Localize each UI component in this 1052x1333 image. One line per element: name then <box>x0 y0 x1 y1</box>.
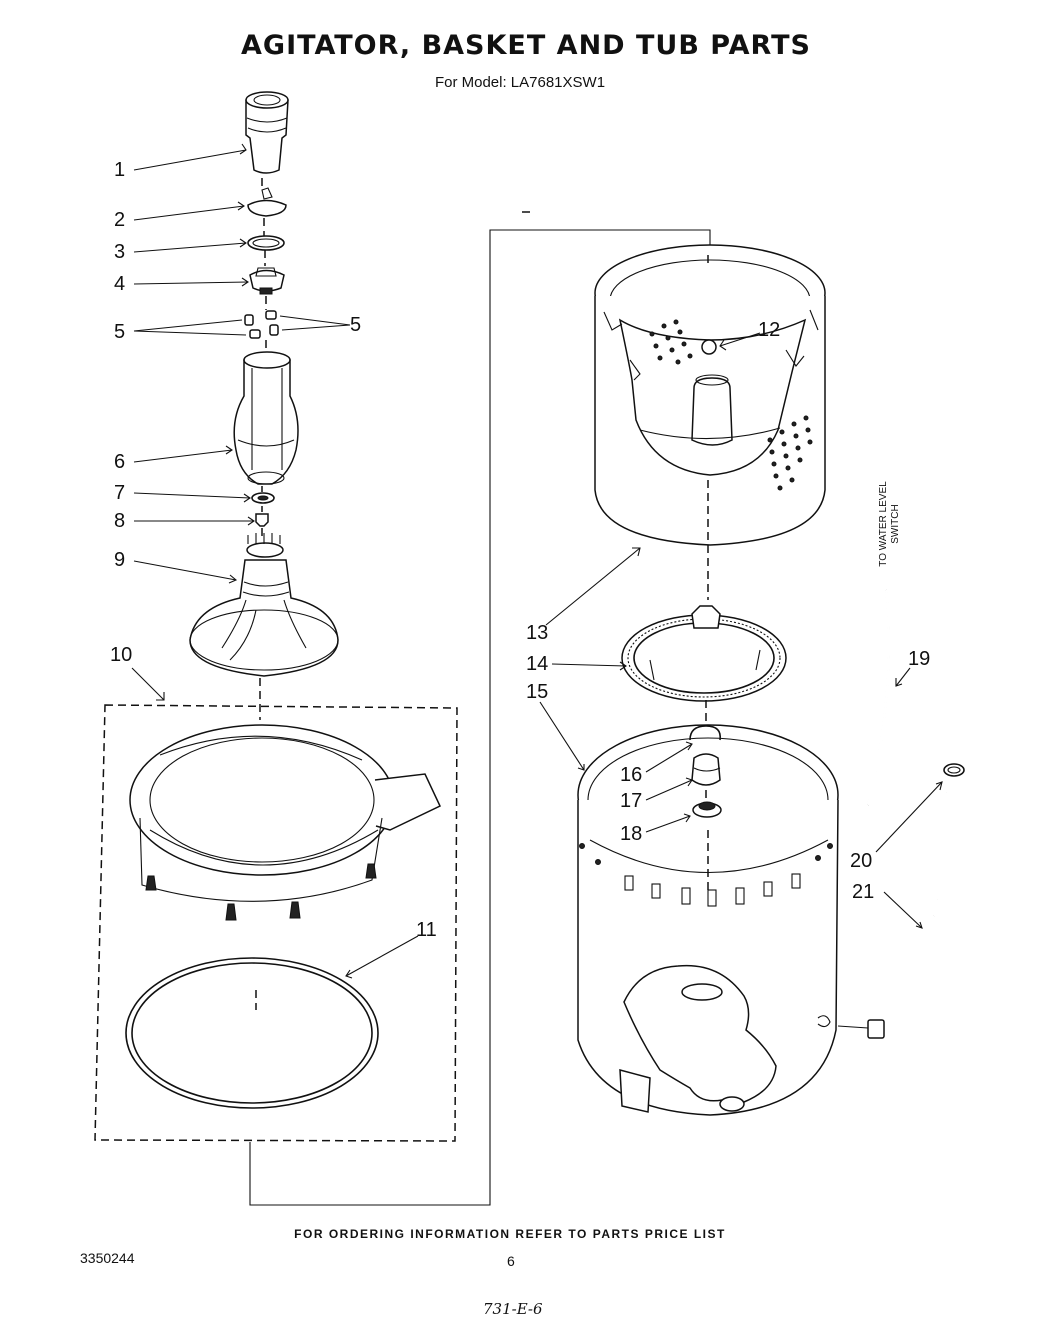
agitator-base-drawing <box>189 533 339 677</box>
page-title: AGITATOR, BASKET AND TUB PARTS <box>241 30 811 61</box>
page-number: 6 <box>507 1253 515 1269</box>
callout-8: 8 <box>114 510 126 532</box>
callout-11: 11 <box>416 919 437 941</box>
callout-2: 2 <box>114 209 126 231</box>
callout-1: 1 <box>114 159 126 181</box>
callout-12: 12 <box>758 319 781 341</box>
callout-9: 9 <box>114 549 126 571</box>
drain-hose-drawing <box>837 791 952 1039</box>
callout-5-left: 5 <box>114 321 126 343</box>
water-level-switch-note: TO WATER LEVEL SWITCH <box>878 481 901 567</box>
callout-3: 3 <box>114 241 126 263</box>
cam-drawing <box>247 187 287 217</box>
basket-drive-plate-drawing <box>621 605 787 702</box>
left-alignment-guide <box>255 178 267 1010</box>
handwritten-note: 731-E-6 <box>483 1300 543 1318</box>
callout-15: 15 <box>526 681 549 703</box>
tub-drawing <box>577 724 839 1116</box>
model-subtitle: For Model: LA7681XSW1 <box>434 74 606 91</box>
cam-driver-drawing <box>249 267 285 295</box>
seal-assembly-drawing <box>691 753 721 786</box>
right-alignment-guide <box>705 255 709 890</box>
seal-drawing <box>251 492 275 504</box>
bolt-drawing <box>255 513 269 527</box>
bearing-drawing <box>692 801 722 818</box>
callout-19: 19 <box>908 648 931 670</box>
callout-17: 17 <box>620 790 643 812</box>
leader-lines <box>131 143 943 979</box>
callout-20: 20 <box>850 850 873 872</box>
ordering-info-footer: FOR ORDERING INFORMATION REFER TO PARTS … <box>294 1227 726 1241</box>
callout-21: 21 <box>852 881 875 903</box>
callout-6: 6 <box>114 451 126 473</box>
tub-ring-drawing <box>129 724 441 921</box>
tub-ring-seal-drawing <box>125 957 379 1109</box>
callout-4: 4 <box>114 273 126 295</box>
dogs-drawing <box>244 310 279 339</box>
callout-14: 14 <box>526 653 549 675</box>
callout-7: 7 <box>114 482 126 504</box>
retaining-ring-drawing <box>689 725 722 741</box>
assembly-connector-line <box>249 229 711 1206</box>
agitator-cap-drawing <box>245 91 289 174</box>
callout-5-right: 5 <box>350 314 362 336</box>
document-number: 3350244 <box>80 1250 135 1266</box>
o-ring-drawing <box>247 235 285 251</box>
tub-ring-group-border <box>94 704 458 1142</box>
clamp-drawing <box>943 763 965 777</box>
basket-drawing <box>594 244 826 546</box>
air-dome-hose-drawing <box>866 589 891 806</box>
callout-10: 10 <box>110 644 133 666</box>
agitator-barrel-drawing <box>233 351 299 485</box>
callout-13: 13 <box>526 622 549 644</box>
callout-16: 16 <box>620 764 643 786</box>
callout-18: 18 <box>620 823 643 845</box>
